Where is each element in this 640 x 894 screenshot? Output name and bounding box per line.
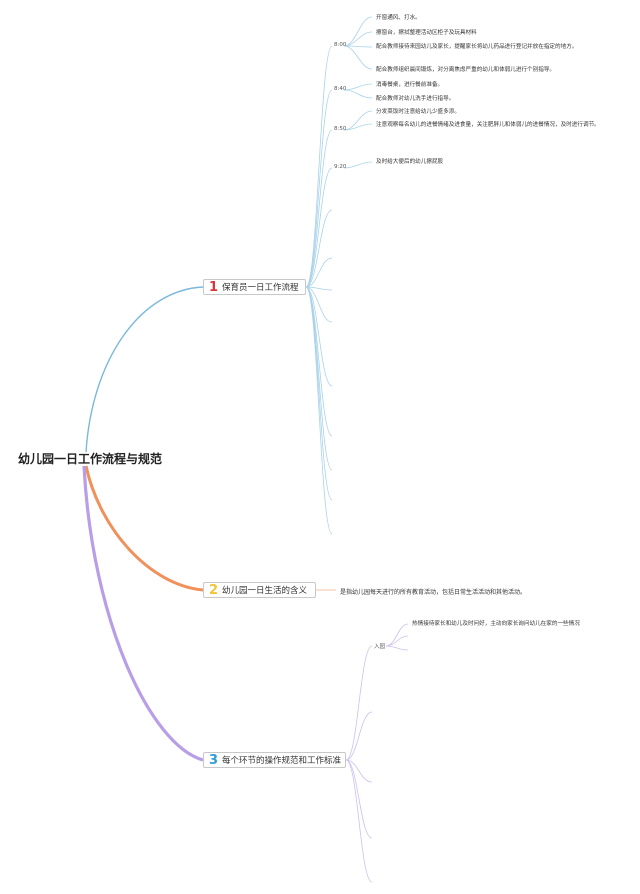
- root-to-branch-3-connector: [82, 465, 204, 762]
- list-item: 配合教师接待来园幼儿及家长，提醒家长将幼儿药品进行登记并放在指定的地方。: [376, 44, 578, 50]
- list-item: 及时给大便后的幼儿擦屁股: [376, 159, 444, 165]
- group-label: 8:50: [334, 126, 347, 132]
- branch-1-number: 1: [209, 279, 219, 295]
- root-to-branch-1-connector: [85, 286, 204, 453]
- branch-1-title: 保育员一日工作流程: [222, 283, 299, 293]
- branch-2-number: 2: [209, 582, 219, 598]
- branch-2-title: 幼儿园一日生活的含义: [222, 586, 308, 596]
- list-item: 配合教师对幼儿洗手进行指导。: [376, 96, 455, 102]
- branch-3-fan: [345, 623, 409, 883]
- group-label: 8:00: [334, 42, 347, 48]
- branch-3-title: 每个环节的操作规范和工作标准: [222, 756, 342, 766]
- branch-1-fan: [305, 16, 373, 535]
- branch-1-node[interactable]: 1 保育员一日工作流程: [203, 279, 306, 295]
- list-item: 开窗通风、打水。: [376, 15, 421, 21]
- branch-3-number: 3: [209, 752, 219, 768]
- root-topic[interactable]: 幼儿园一日工作流程与规范: [18, 452, 163, 466]
- list-item: 热情接待家长和幼儿及时问好，主动向家长询问幼儿在家的一些情况: [412, 621, 580, 627]
- branch-3-node[interactable]: 3 每个环节的操作规范和工作标准: [203, 752, 346, 768]
- group-label: 8:40: [334, 86, 347, 92]
- branch-2-description: 是指幼儿园每天进行的所有教育活动，包括日常生活活动和其他活动。: [340, 589, 527, 596]
- group-label: 9:20: [334, 164, 347, 170]
- root-to-branch-2-connector: [84, 465, 204, 592]
- list-item: 分发菜饭时注意给幼儿少盛多添。: [376, 109, 460, 115]
- branch-2-node[interactable]: 2 幼儿园一日生活的含义: [203, 582, 316, 598]
- group-label: 入园: [374, 644, 386, 650]
- list-item: 配合教师组织晨间锻炼，对分离焦虑严重的幼儿和体弱儿进行个别指导。: [376, 67, 556, 73]
- list-item: 消毒餐桌，进行餐前准备。: [376, 82, 444, 88]
- list-item: 擦窗台，擦拭整理活动区柜子及玩具材料: [376, 30, 477, 36]
- list-item: 注意观察每名幼儿的进餐情绪及进食量，关注肥胖儿和体弱儿的进餐情况，及时进行调节。: [376, 122, 600, 128]
